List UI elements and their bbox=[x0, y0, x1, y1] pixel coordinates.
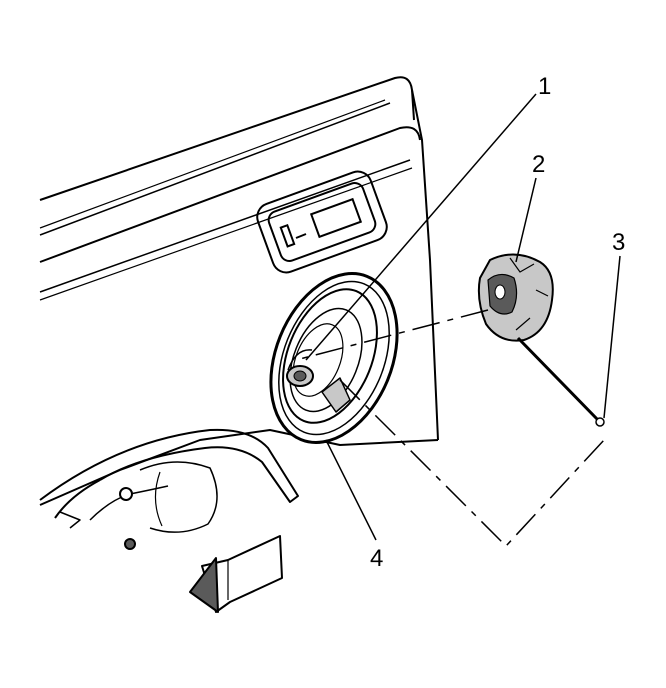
wheel-opening bbox=[39, 428, 299, 550]
fuel-cap-tether bbox=[516, 336, 605, 427]
housing-ring-3 bbox=[282, 288, 378, 424]
body-panel bbox=[39, 76, 439, 506]
callout-4: 4 bbox=[370, 545, 383, 572]
front-arrow-icon bbox=[189, 535, 283, 613]
callout-1: 1 bbox=[538, 73, 551, 100]
side-marker-bezel bbox=[256, 170, 388, 274]
tether-to-mount-line bbox=[339, 379, 605, 548]
tire-tread bbox=[154, 471, 163, 527]
panel-crease-3 bbox=[39, 167, 413, 301]
fuel-cap-grip-2 bbox=[535, 289, 549, 297]
housing-ring-5 bbox=[292, 323, 344, 397]
panel-right-edge bbox=[411, 89, 439, 441]
panel-lower-edge bbox=[39, 429, 439, 506]
callout-2: 2 bbox=[532, 151, 545, 178]
panel-crease-1 bbox=[39, 126, 421, 263]
side-marker-lens bbox=[309, 197, 363, 239]
tether-mount bbox=[321, 377, 351, 413]
front-arrow-head bbox=[189, 557, 219, 613]
callout-3: 3 bbox=[612, 229, 625, 256]
wheel-flare-lower bbox=[54, 479, 101, 519]
fuel-line-clamp bbox=[119, 487, 133, 501]
panel-upper-line-2 bbox=[39, 99, 386, 229]
cap-to-neck-line bbox=[295, 309, 489, 361]
assembly-lines bbox=[295, 309, 605, 548]
side-marker-glyph bbox=[279, 223, 296, 248]
wheel-flare bbox=[39, 428, 299, 503]
tether-strap bbox=[516, 336, 600, 422]
filler-neck-bracket bbox=[287, 349, 313, 371]
housing-ring-2 bbox=[278, 280, 390, 436]
leader-line-3 bbox=[603, 255, 621, 419]
callouts: 1 2 3 4 bbox=[370, 73, 625, 572]
panel-crease-2 bbox=[39, 159, 411, 293]
connector bbox=[124, 538, 136, 550]
panel-top-edge bbox=[39, 76, 415, 201]
leader-lines bbox=[305, 93, 621, 541]
housing-ring-4 bbox=[289, 307, 363, 413]
side-marker-inner bbox=[267, 182, 377, 262]
housing-outer-ring bbox=[269, 272, 399, 444]
filler-neck-opening bbox=[293, 370, 307, 382]
side-marker-dash bbox=[295, 233, 307, 239]
panel-upper-line-1 bbox=[39, 102, 391, 236]
fuel-cap-grip-1 bbox=[509, 257, 535, 273]
side-marker bbox=[256, 170, 388, 274]
fuel-cap-highlight bbox=[494, 284, 506, 300]
tire-outline bbox=[139, 461, 218, 533]
leader-line-1 bbox=[305, 93, 537, 361]
tether-end bbox=[595, 417, 605, 427]
fuel-cap bbox=[477, 253, 554, 342]
fuel-filler-housing bbox=[269, 272, 399, 444]
leader-line-2 bbox=[515, 177, 537, 263]
leader-line-4 bbox=[325, 439, 377, 541]
bracket bbox=[59, 511, 81, 529]
fuel-cap-grip-3 bbox=[515, 317, 531, 331]
